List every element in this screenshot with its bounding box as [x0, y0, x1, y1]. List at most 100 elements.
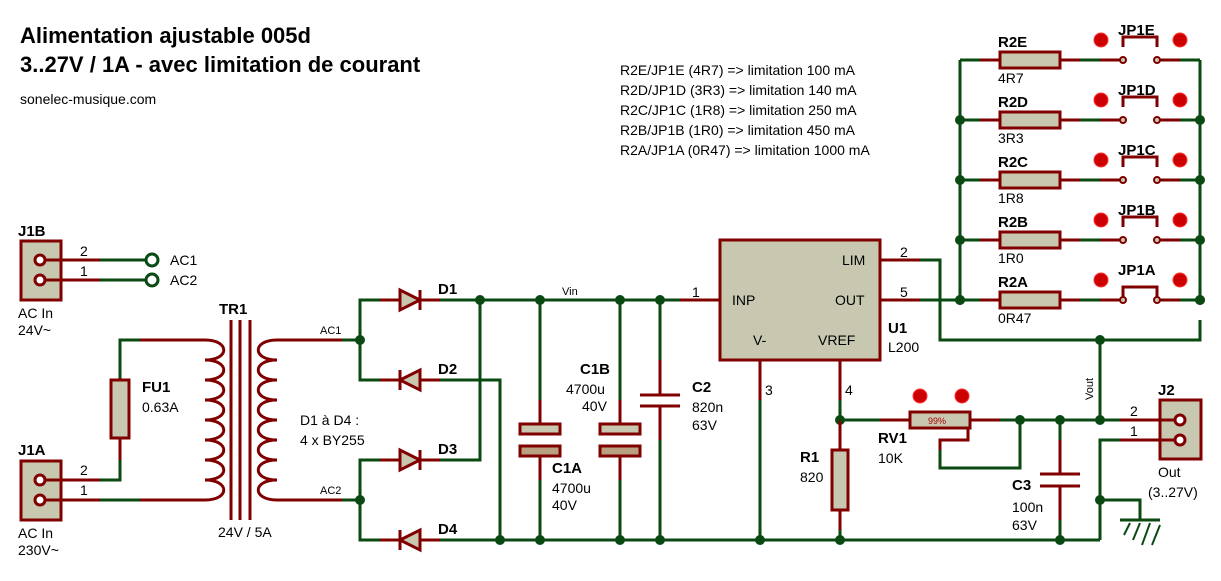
resistor-r2e[interactable] [998, 50, 1062, 70]
tr1-ref: TR1 [219, 301, 247, 318]
u1-pin-out: OUT [835, 292, 865, 308]
probe-icon [1093, 92, 1109, 108]
potentiometer-rv1[interactable]: 99% RV1 10K [840, 388, 1105, 470]
connector-j1b[interactable]: J1B 2 1 AC1 AC2 AC In 24V~ [18, 223, 197, 338]
diode-d3[interactable]: D3 [380, 441, 457, 473]
resistor-value: 4R7 [998, 70, 1024, 86]
resistor-r2d[interactable] [998, 110, 1062, 130]
u1-pin-lim: LIM [842, 252, 865, 268]
resistor-r1[interactable]: R1 820 [800, 415, 850, 540]
website: sonelec-musique.com [20, 91, 156, 107]
jumper-pin [1119, 116, 1127, 124]
pin-num: 1 [692, 284, 700, 300]
u1-pin-vminus: V- [753, 332, 767, 348]
resistor-value: 1R8 [998, 190, 1024, 206]
capacitor-c3[interactable]: C3 100n 63V [1012, 420, 1080, 540]
c1a-voltage: 40V [552, 497, 578, 513]
jumper-pin [1119, 296, 1127, 304]
jumper-ref: JP1D [1118, 82, 1156, 99]
note-line: R2C/JP1C (1R8) => limitation 250 mA [620, 102, 857, 118]
jumper-ref: JP1A [1118, 262, 1156, 279]
connector-j2[interactable]: J2 2 1 Out (3..27V) [1098, 382, 1203, 540]
c2-ref: C2 [692, 379, 711, 396]
transformer-tr1[interactable]: TR1 24V / 5A AC1 AC2 [204, 301, 360, 540]
jumper-cap-jp1d[interactable] [1121, 95, 1159, 107]
pin-label: 1 [1130, 423, 1138, 439]
tr1-value: 24V / 5A [218, 524, 272, 540]
terminal-ac1[interactable] [144, 252, 160, 268]
probe-icon [1172, 212, 1188, 228]
terminal-ac2[interactable] [144, 272, 160, 288]
resistor-value: 1R0 [998, 250, 1024, 266]
jumper-pin [1119, 236, 1127, 244]
pin-label: 2 [80, 462, 88, 478]
rv1-value: 10K [878, 450, 904, 466]
pin-label: 2 [1130, 403, 1138, 419]
jumper-cap-jp1e[interactable] [1121, 35, 1159, 47]
regulator-u1[interactable]: INP LIM OUT V- VREF U1 L200 1 2 5 3 4 [692, 238, 1202, 540]
notes: R2E/JP1E (4R7) => limitation 100 mA R2D/… [620, 62, 870, 158]
diode-note2: 4 x BY255 [300, 432, 365, 448]
probe-icon [1093, 32, 1109, 48]
jumper-ref: JP1C [1118, 142, 1156, 159]
jumper-pin [1153, 116, 1161, 124]
u1-pin-inp: INP [732, 292, 755, 308]
resistor-r2c[interactable] [998, 170, 1062, 190]
c3-value: 100n [1012, 499, 1043, 515]
limit-bank [955, 60, 1205, 305]
limit-row-r2a[interactable]: R2A 0R47 JP1A [955, 262, 1205, 326]
connector-j1a[interactable]: J1A 2 1 AC In 230V~ [18, 442, 205, 558]
probe-icon [1093, 152, 1109, 168]
capacitor-c1a[interactable]: C1A 4700u 40V [518, 300, 591, 540]
diode-d2[interactable]: D2 [380, 361, 457, 393]
rv1-position[interactable]: 99% [928, 416, 946, 426]
resistor-ref: R2A [998, 274, 1028, 291]
jumper-cap-jp1c[interactable] [1121, 155, 1159, 167]
pin-label: 2 [80, 243, 88, 259]
c3-ref: C3 [1012, 477, 1031, 494]
r1-ref: R1 [800, 449, 819, 466]
terminal-ac2-label: AC2 [170, 272, 197, 288]
jumper-ref: JP1E [1118, 22, 1155, 39]
resistor-r2a[interactable] [998, 290, 1062, 310]
jumper-cap-jp1b[interactable] [1121, 215, 1159, 227]
c1b-value: 4700u [566, 381, 605, 397]
probe-icon [1172, 32, 1188, 48]
c2-voltage: 63V [692, 417, 718, 433]
probe-icon [1093, 212, 1109, 228]
jumper-pin [1153, 56, 1161, 64]
pin-num: 3 [765, 382, 773, 398]
capacitor-c2[interactable]: C2 820n 63V [640, 300, 723, 540]
pin-label: 1 [80, 263, 88, 279]
jumper-cap-jp1a[interactable] [1121, 285, 1159, 297]
ground-icon [1095, 495, 1161, 546]
pin-num: 2 [900, 244, 908, 260]
fuse-fu1[interactable]: FU1 0.63A [109, 338, 205, 460]
j1a-ref: J1A [18, 442, 46, 459]
terminal-ac1-label: AC1 [170, 252, 197, 268]
u1-pin-vref: VREF [818, 332, 855, 348]
c1b-voltage: 40V [582, 398, 608, 414]
d1-ref: D1 [438, 281, 457, 298]
probe-icon [1093, 272, 1109, 288]
jumper-ref: JP1B [1118, 202, 1156, 219]
diode-d4[interactable]: D4 [380, 521, 458, 553]
diode-d1[interactable]: D1 [380, 281, 457, 313]
resistor-value: 0R47 [998, 310, 1032, 326]
net-ac1: AC1 [320, 325, 341, 337]
c1a-ref: C1A [552, 460, 582, 477]
d4-ref: D4 [438, 521, 458, 538]
j1a-desc: AC In [18, 525, 53, 541]
jumper-pin [1119, 176, 1127, 184]
net-ac2: AC2 [320, 485, 341, 497]
resistor-r2b[interactable] [998, 230, 1062, 250]
probe-icon [912, 388, 928, 404]
resistor-ref: R2D [998, 94, 1028, 111]
u1-ref: U1 [888, 320, 907, 337]
capacitor-c1b[interactable]: C1B 4700u 40V [566, 300, 642, 540]
